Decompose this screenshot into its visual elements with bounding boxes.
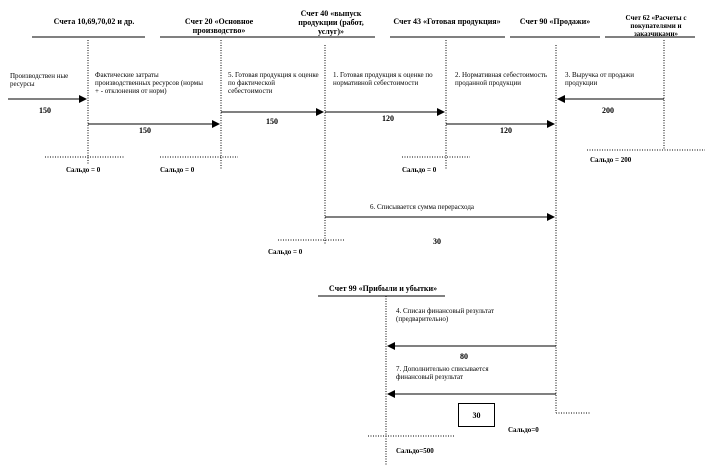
amount-30-box: 30 — [458, 403, 495, 427]
saldo-accounts-10: Сальдо = 0 — [66, 166, 101, 174]
flow-arrows — [8, 95, 664, 398]
text-operation-6: 6. Списывается сумма перерасхода — [370, 203, 474, 211]
header-accounts-10-69-70-02: Счета 10,69,70,02 и др. — [53, 17, 135, 26]
saldo-account-90: Сальдо=0 — [508, 426, 539, 434]
text-operation-2: 2. Нормативная себестоимость проданной п… — [455, 71, 548, 87]
amount-150-resources: 150 — [39, 106, 51, 115]
text-actual-costs: Фактические затраты производственных рес… — [95, 71, 203, 95]
amount-150-costs: 150 — [139, 126, 151, 135]
amount-150-actual: 150 — [266, 117, 278, 126]
amount-120-normative: 120 — [382, 114, 394, 123]
amount-30-overrun: 30 — [433, 237, 441, 246]
header-lines — [32, 36, 695, 297]
saldo-account-20: Сальдо = 0 — [160, 166, 195, 174]
text-operation-3: 3. Выручка от продажи продукции — [565, 71, 634, 87]
saldo-account-43: Сальдо = 0 — [402, 166, 437, 174]
text-operation-1: 1. Готовая продукция к оценке по нормати… — [333, 71, 433, 87]
saldo-account-62: Сальдо = 200 — [590, 156, 632, 164]
text-operation-4: 4. Списан финансовый результат (предвари… — [396, 307, 494, 323]
amount-200-revenue: 200 — [602, 106, 614, 115]
saldo-lines — [45, 149, 705, 437]
header-account-40: Счет 40 «выпуск продукции (работ, услуг)… — [298, 9, 364, 36]
amount-80-result: 80 — [460, 352, 468, 361]
header-account-62: Счет 62 «Расчеты с покупателями и заказч… — [625, 14, 687, 38]
saldo-account-99: Сальдо=500 — [396, 447, 434, 455]
header-account-20: Счет 20 «Основное производство» — [184, 17, 254, 35]
text-operation-5: 5. Готовая продукция к оценке по фактиче… — [228, 71, 319, 95]
saldo-account-40: Сальдо = 0 — [268, 248, 303, 256]
header-account-43: Счет 43 «Готовая продукция» — [393, 17, 501, 26]
account-verticals — [87, 40, 665, 465]
header-account-90: Счет 90 «Продажи» — [519, 17, 591, 26]
header-account-99: Счет 99 «Прибыли и убытки» — [328, 284, 438, 293]
amount-120-sold: 120 — [500, 126, 512, 135]
text-production-resources: Производствен ные ресурсы — [10, 72, 69, 88]
text-operation-7: 7. Дополнительно списывается финансовый … — [396, 365, 489, 381]
